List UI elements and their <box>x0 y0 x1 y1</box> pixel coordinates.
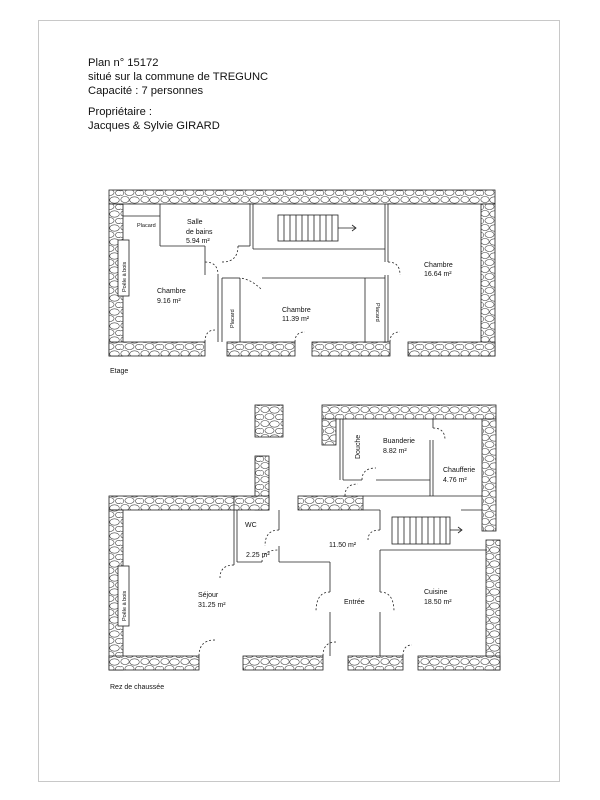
rdc-wc-area: 2.25 m² <box>246 552 270 559</box>
stone-wall-annex-left <box>321 418 337 446</box>
rdc-hall-area: 11.50 m² <box>329 542 357 549</box>
etage-placard-right: Placard <box>374 303 380 322</box>
etage-placard-top: Placard <box>137 223 156 229</box>
etage-chambre-left-name: Chambre <box>157 288 186 295</box>
stone-wall-top <box>108 189 496 205</box>
plan-capacity: Capacité : 7 personnes <box>88 85 204 98</box>
rdc-plan <box>108 404 501 671</box>
rdc-sejour-name: Séjour <box>198 592 219 599</box>
etage-poele <box>117 239 130 297</box>
stone-wall-bottom-1 <box>108 341 206 357</box>
etage-chambre-right-area: 16.64 m² <box>424 271 452 278</box>
plan-header: Plan n° 15172 situé sur la commune de TR… <box>88 56 268 133</box>
etage-labels: Placard Salle de bains 5.94 m² Poêle à b… <box>110 219 453 375</box>
stone-wall-annex-right <box>481 418 497 532</box>
stone-wall-right <box>480 203 496 357</box>
rdc-buanderie-name: Buanderie <box>383 438 415 445</box>
rdc-wc-name: WC <box>245 522 257 529</box>
etage-salle-name: Salle <box>187 219 203 226</box>
etage-salle-name2: de bains <box>186 229 213 236</box>
etage-salle-area: 5.94 m² <box>186 238 210 245</box>
rdc-buanderie-area: 8.82 m² <box>383 448 407 455</box>
stone-wall-right-rdc <box>485 539 501 671</box>
stone-wall-bottom-rdc-3 <box>347 655 404 671</box>
etage-placard-left: Placard <box>230 309 236 328</box>
rdc-poele-label: Poêle à bois <box>122 590 128 621</box>
plan-commune: situé sur la commune de TREGUNC <box>88 71 269 84</box>
stone-wall-bottom-3 <box>311 341 391 357</box>
stone-wc-pillar <box>254 404 284 438</box>
stone-wall-top-annex <box>321 404 497 420</box>
etage-plan <box>108 189 496 357</box>
rdc-entree: Entrée <box>344 599 365 606</box>
etage-chambre-right-name: Chambre <box>424 262 453 269</box>
etage-chambre-left-area: 9.16 m² <box>157 298 181 305</box>
page-frame <box>38 20 560 782</box>
rdc-cuisine-area: 18.50 m² <box>424 599 452 606</box>
stone-wall-bottom-4 <box>407 341 496 357</box>
rdc-staircase <box>391 516 451 545</box>
owner-name: Jacques & Sylvie GIRARD <box>88 119 220 132</box>
stone-wall-bottom-rdc-1 <box>108 655 200 671</box>
rdc-labels: Douche Buanderie 8.82 m² Chaufferie 4.76… <box>110 435 475 691</box>
rdc-cuisine-name: Cuisine <box>424 589 447 596</box>
stone-wall-top-left <box>108 495 270 511</box>
rdc-label: Rez de chaussée <box>110 684 164 691</box>
rdc-douche: Douche <box>355 435 362 459</box>
plan-number: Plan n° 15172 <box>88 57 159 69</box>
rdc-sejour-area: 31.25 m² <box>198 602 226 609</box>
owner-label: Propriétaire : <box>88 105 153 118</box>
rdc-chaufferie-area: 4.76 m² <box>443 477 467 484</box>
etage-poele-label: Poêle à bois <box>122 261 128 292</box>
stone-wall-bottom-rdc-2 <box>242 655 324 671</box>
rdc-poele <box>117 565 130 627</box>
rdc-chaufferie-name: Chaufferie <box>443 467 475 474</box>
stone-wall-bottom-2 <box>226 341 296 357</box>
stone-wall-top-mid <box>297 495 364 511</box>
etage-label: Etage <box>110 368 128 375</box>
etage-chambre-mid-area: 11.39 m² <box>282 316 310 323</box>
etage-chambre-mid-name: Chambre <box>282 307 311 314</box>
stone-wall-bottom-rdc-4 <box>417 655 501 671</box>
